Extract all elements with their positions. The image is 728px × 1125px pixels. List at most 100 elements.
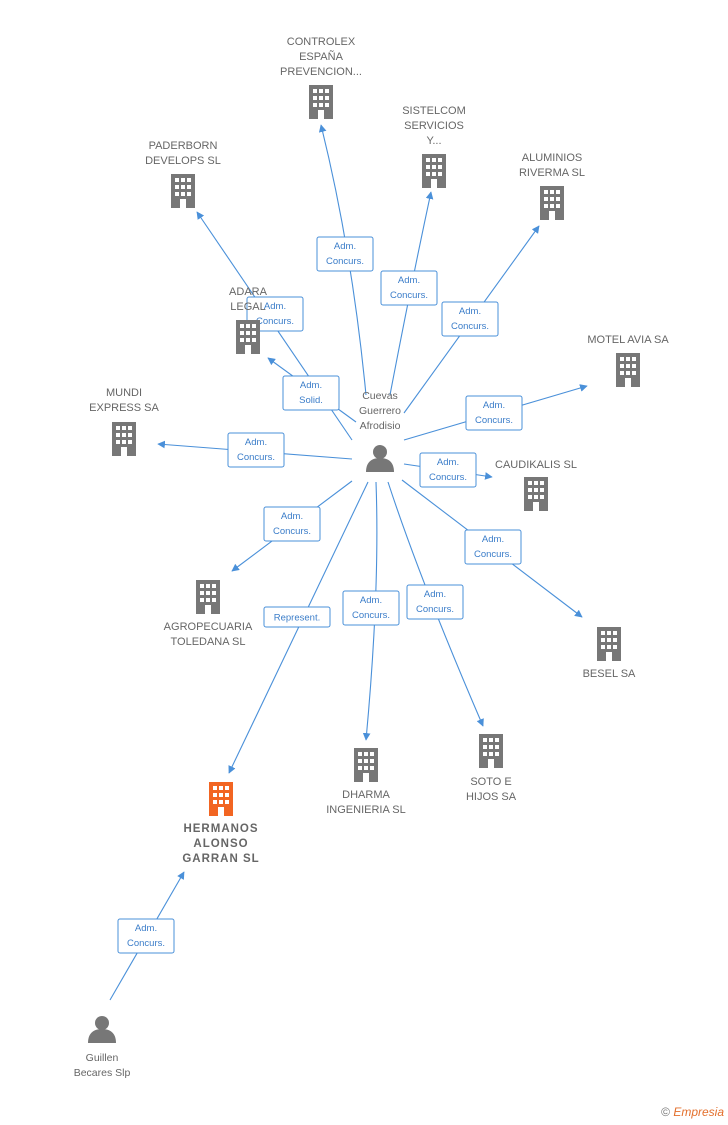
e-adara-label[interactable]: Adm. Solid. (282, 375, 340, 411)
e-paderborn-label-text: Adm. (264, 301, 286, 312)
e-guillen-label-text: Adm. (135, 923, 157, 934)
node-aluminios[interactable]: ALUMINIOS RIVERMA SL (519, 152, 585, 220)
node-sistelcom-label: Y... (426, 135, 441, 147)
building-icon (524, 477, 548, 511)
building-icon (236, 320, 260, 354)
node-sistelcom[interactable]: SISTELCOMSERVICIOSY... (402, 105, 466, 188)
e-motel-label[interactable]: Adm.Concurs. (465, 395, 523, 431)
e-aluminios-label-text: Concurs. (451, 321, 489, 332)
e-dharma-label-box (342, 590, 400, 626)
e-sistelcom-label-box (380, 270, 438, 306)
node-sistelcom-label: SISTELCOM (402, 105, 466, 117)
building-icon (354, 748, 378, 782)
node-soto-label: HIJOS SA (466, 791, 517, 803)
e-dharma-label[interactable]: Adm.Concurs. (342, 590, 400, 626)
e-motel-label-box (465, 395, 523, 431)
edge-labels-layer: Adm. Concurs. Adm. Concurs. Adm. Concurs. Adm.… (117, 236, 523, 954)
node-agropecuaria-label: AGROPECUARIA (164, 621, 253, 633)
building-icon (196, 580, 220, 614)
e-caudikalis-label[interactable]: Adm. Concurs. (419, 452, 477, 488)
e-dharma-label-text: Concurs. (352, 610, 390, 621)
node-mundi-label: EXPRESS SA (89, 402, 159, 414)
e-agropecuaria-label[interactable]: Adm. Concurs. (263, 506, 321, 542)
e-hermanos-label[interactable]: Represent. (263, 606, 331, 628)
e-paderborn-label[interactable]: Adm. Concurs. (246, 296, 304, 332)
node-cuevas-label: Cuevas (362, 390, 398, 402)
e-aluminios-label-box (441, 301, 499, 337)
e-hermanos-label-text: Represent. (274, 613, 320, 624)
node-besel[interactable]: BESEL SA (583, 627, 636, 680)
e-paderborn-label-text: Concurs. (256, 316, 294, 327)
e-mundi-label[interactable]: Adm. Concurs. (227, 432, 285, 468)
e-sistelcom-label[interactable]: Adm. Concurs. (380, 270, 438, 306)
e-sistelcom-label-text: Adm. (398, 275, 420, 286)
node-caudikalis-label: CAUDIKALIS SL (495, 459, 577, 471)
node-hermanos-label: ALONSO (193, 838, 248, 850)
building-icon (422, 154, 446, 188)
node-aluminios-label: ALUMINIOS (522, 152, 583, 164)
building-icon (112, 422, 136, 456)
e-hermanos-label-box (263, 606, 331, 628)
node-caudikalis[interactable]: CAUDIKALIS SL (495, 459, 577, 511)
e-mundi-label-text: Adm. (245, 437, 267, 448)
node-agropecuaria[interactable]: AGROPECUARIA TOLEDANA SL (164, 580, 253, 648)
e-soto-label-text: Adm. (424, 589, 446, 600)
node-controlex-label: ESPAÑA (299, 50, 343, 63)
building-icon (540, 186, 564, 220)
building-icon (479, 734, 503, 768)
node-controlex[interactable]: CONTROLEXESPAÑAPREVENCION... (280, 36, 362, 119)
e-controlex-label[interactable]: Adm. Concurs. (316, 236, 374, 272)
e-controlex-label-text: Concurs. (326, 256, 364, 267)
node-agropecuaria-label: TOLEDANA SL (171, 636, 246, 648)
e-adara-label-text: Adm. (300, 380, 322, 391)
building-icon (171, 174, 195, 208)
e-aluminios-label[interactable]: Adm. Concurs. (441, 301, 499, 337)
e-controlex-label-text: Adm. (334, 241, 356, 252)
e-agropecuaria-label-text: Adm. (281, 511, 303, 522)
e-sistelcom-label-text: Concurs. (390, 290, 428, 301)
node-soto[interactable]: SOTO E HIJOS SA (466, 734, 517, 803)
e-caudikalis-label-box (419, 452, 477, 488)
node-motel-label: MOTEL AVIA SA (587, 334, 669, 346)
node-aluminios-label: RIVERMA SL (519, 167, 585, 179)
node-paderborn-label: DEVELOPS SL (145, 155, 221, 167)
e-motel-label-text: Adm. (483, 400, 505, 411)
e-besel-label-box (464, 529, 522, 565)
node-cuevas-label: Guerrero (359, 405, 401, 417)
node-soto-label: SOTO E (470, 776, 511, 788)
copyright-icon: © (661, 1105, 670, 1119)
e-agropecuaria-label-text: Concurs. (273, 526, 311, 537)
e-guillen-label-text: Concurs. (127, 938, 165, 949)
brand-logo[interactable]: Empresia (673, 1105, 724, 1119)
e-soto-label[interactable]: Adm. Concurs. (406, 584, 464, 620)
e-mundi-label-text: Concurs. (237, 452, 275, 463)
e-soto-label-text: Concurs. (416, 604, 454, 615)
e-guillen-label[interactable]: Adm. Concurs. (117, 918, 175, 954)
node-adara-label: ADARA (229, 286, 268, 298)
e-agropecuaria-label-box (263, 506, 321, 542)
e-caudikalis-label-text: Concurs. (429, 472, 467, 483)
person-icon (366, 445, 394, 472)
footer-credit: © Empresia (661, 1105, 724, 1119)
e-caudikalis-label-text: Adm. (437, 457, 459, 468)
node-motel[interactable]: MOTEL AVIA SA (587, 334, 669, 387)
building-icon (616, 353, 640, 387)
e-adara-label-text: Solid. (299, 395, 323, 406)
node-guillen-label: Guillen (86, 1052, 119, 1064)
node-dharma-label: DHARMA (342, 789, 390, 801)
e-besel-label[interactable]: Adm.Concurs. (464, 529, 522, 565)
e-paderborn-label-box (246, 296, 304, 332)
building-icon (597, 627, 621, 661)
e-adara-label-box (282, 375, 340, 411)
e-besel-label-text: Adm. (482, 534, 504, 545)
e-aluminios-label-text: Adm. (459, 306, 481, 317)
